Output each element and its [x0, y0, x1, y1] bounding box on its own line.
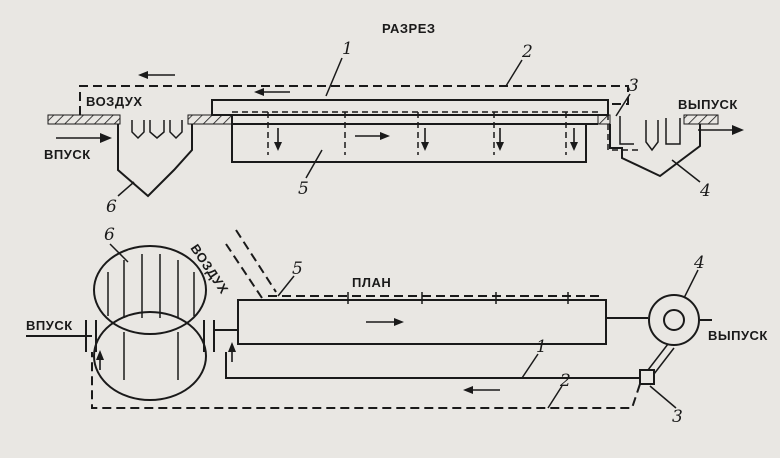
plan-title: ПЛАН [352, 275, 391, 290]
callout-3-section: 3 [615, 76, 639, 117]
inlet-arrow-section [56, 133, 112, 143]
callout-5-plan: 5 [277, 259, 303, 297]
air-inlet-duct-2 [225, 243, 263, 299]
airlift-pump-plan [639, 369, 655, 385]
secondary-hoppers [619, 116, 681, 152]
section-title: РАЗРЕЗ [382, 21, 436, 36]
return-flow-arrow [463, 386, 500, 394]
plan-flow-arrow [366, 318, 404, 326]
callout-3-plan: 3 [649, 385, 683, 427]
callout-1-plan: 1 [521, 337, 547, 379]
svg-text:2: 2 [559, 371, 571, 391]
return-sludge-line [225, 352, 640, 379]
settler-hoppers [131, 120, 183, 140]
primary-settler-plan [93, 245, 207, 401]
ground-hatch [47, 114, 719, 125]
secondary-settler-section [609, 124, 701, 178]
aerator-risers [267, 112, 567, 155]
svg-text:1: 1 [342, 39, 353, 59]
aeration-tank-body [231, 115, 587, 163]
svg-text:6: 6 [106, 197, 117, 217]
section-view: РАЗРЕЗ [44, 21, 744, 217]
callout-4-plan: 4 [683, 253, 705, 299]
svg-text:6: 6 [104, 225, 115, 245]
air-inlet-duct [235, 229, 277, 293]
secondary-settler-plan [648, 294, 700, 346]
section-outlet-label: ВЫПУСК [678, 97, 738, 112]
svg-text:5: 5 [292, 259, 303, 279]
svg-text:5: 5 [298, 179, 309, 199]
svg-text:4: 4 [699, 181, 711, 201]
flow-down-arrows [274, 128, 578, 151]
air-flow-arrow [138, 71, 290, 96]
callout-2-plan: 2 [547, 371, 571, 409]
return-up-arrow-right [228, 342, 236, 362]
svg-text:2: 2 [521, 42, 533, 62]
callout-6-section: 6 [106, 181, 135, 217]
return-air-line [91, 352, 641, 409]
plan-inlet-label: ВПУСК [26, 318, 73, 333]
tank-flow-arrow [355, 132, 390, 140]
svg-text:1: 1 [536, 337, 547, 357]
plan-view: ПЛАН ВОЗДУХ [26, 225, 768, 427]
air-branches [347, 292, 569, 304]
callout-4-section: 4 [671, 159, 711, 201]
svg-text:3: 3 [628, 76, 639, 96]
callout-5-section: 5 [298, 149, 323, 199]
section-air-label: ВОЗДУХ [86, 94, 143, 109]
svg-text:3: 3 [672, 407, 683, 427]
section-inlet-label: ВПУСК [44, 147, 91, 162]
callout-6-plan: 6 [104, 225, 129, 263]
outlet-arrow-section [698, 125, 744, 135]
return-up-arrow-left [96, 350, 104, 370]
callout-1-section: 1 [325, 39, 353, 97]
airlift-section [607, 104, 640, 151]
air-duct-section [79, 85, 629, 115]
aeration-tank-top [211, 99, 609, 116]
plan-outlet-label: ВЫПУСК [708, 328, 768, 343]
aeration-tank-plan [237, 299, 607, 345]
primary-settler-section [117, 124, 193, 198]
callout-2-section: 2 [505, 42, 533, 87]
svg-text:4: 4 [693, 253, 705, 273]
